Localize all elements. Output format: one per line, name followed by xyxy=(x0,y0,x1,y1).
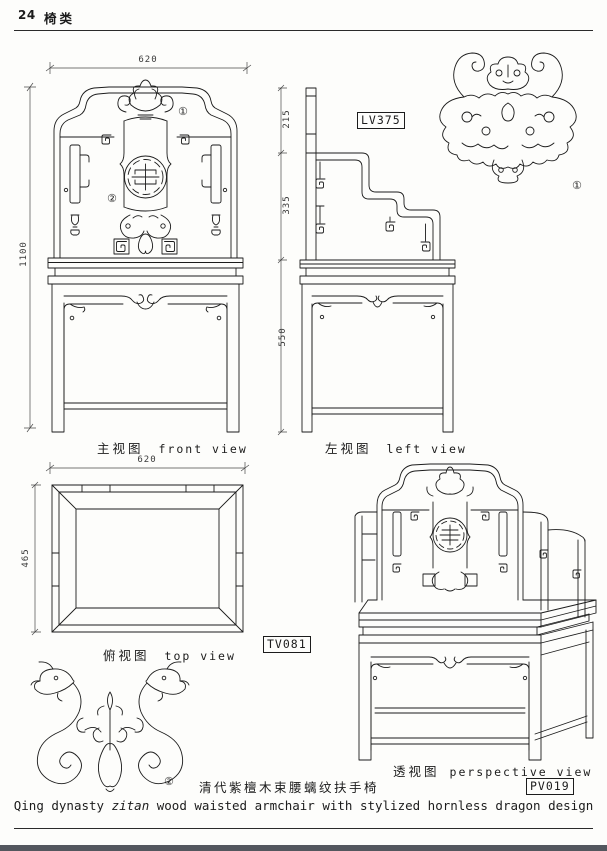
front-view-label-cn: 主视图 xyxy=(97,441,144,456)
perspective-view-label-cn: 透视图 xyxy=(393,764,440,779)
left-view-code: LV375 xyxy=(357,112,405,129)
caption-english-suffix: wood waisted armchair with stylized horn… xyxy=(149,798,594,813)
carving-detail-2-marker: ② xyxy=(164,775,174,788)
top-view-code: TV081 xyxy=(263,636,311,653)
front-view-drawing xyxy=(24,62,252,433)
top-width-dimension: 620 xyxy=(137,455,157,465)
carving-detail-2-drawing xyxy=(30,661,190,792)
page-number: 24 xyxy=(18,8,36,22)
perspective-view-code: PV019 xyxy=(526,778,574,795)
carving-detail-1-marker: ① xyxy=(572,179,582,192)
caption-english-italic: zitan xyxy=(111,798,150,813)
carving-detail-1-drawing xyxy=(439,52,577,184)
left-view-drawing xyxy=(277,84,456,436)
perspective-view-label: 透视图 perspective view xyxy=(393,761,592,780)
top-view-label: 俯视图 top view xyxy=(103,645,236,664)
front-view-marker-2: ② xyxy=(107,192,117,205)
front-view-marker-1: ① xyxy=(178,105,188,118)
left-view-label-cn: 左视图 xyxy=(325,441,372,456)
front-view-label: 主视图 front view xyxy=(97,438,248,457)
top-view-drawing xyxy=(31,462,250,636)
header-rule xyxy=(14,30,593,31)
chapter-title: 椅类 xyxy=(44,11,76,26)
left-back-dimension: 215 xyxy=(282,109,292,129)
left-arm-dimension: 335 xyxy=(282,195,292,215)
caption-english: Qing dynasty zitan wood waisted armchair… xyxy=(0,798,607,813)
top-view-label-cn: 俯视图 xyxy=(103,648,150,663)
caption-chinese: 清代紫檀木束腰螭纹扶手椅 xyxy=(199,780,380,795)
top-depth-dimension: 465 xyxy=(21,548,31,568)
top-view-label-en: top view xyxy=(164,649,236,663)
front-height-dimension: 1100 xyxy=(19,241,29,267)
left-seat-dimension: 550 xyxy=(278,327,288,347)
left-view-label-en: left view xyxy=(386,442,467,456)
caption-english-prefix: Qing dynasty xyxy=(13,798,112,813)
perspective-view-label-en: perspective view xyxy=(449,765,593,779)
footer-rule xyxy=(14,828,593,829)
front-width-dimension: 620 xyxy=(138,55,158,65)
page-edge-band xyxy=(0,845,607,851)
perspective-view-drawing xyxy=(354,463,597,761)
front-view-label-en: front view xyxy=(158,442,248,456)
left-view-label: 左视图 left view xyxy=(325,438,467,457)
